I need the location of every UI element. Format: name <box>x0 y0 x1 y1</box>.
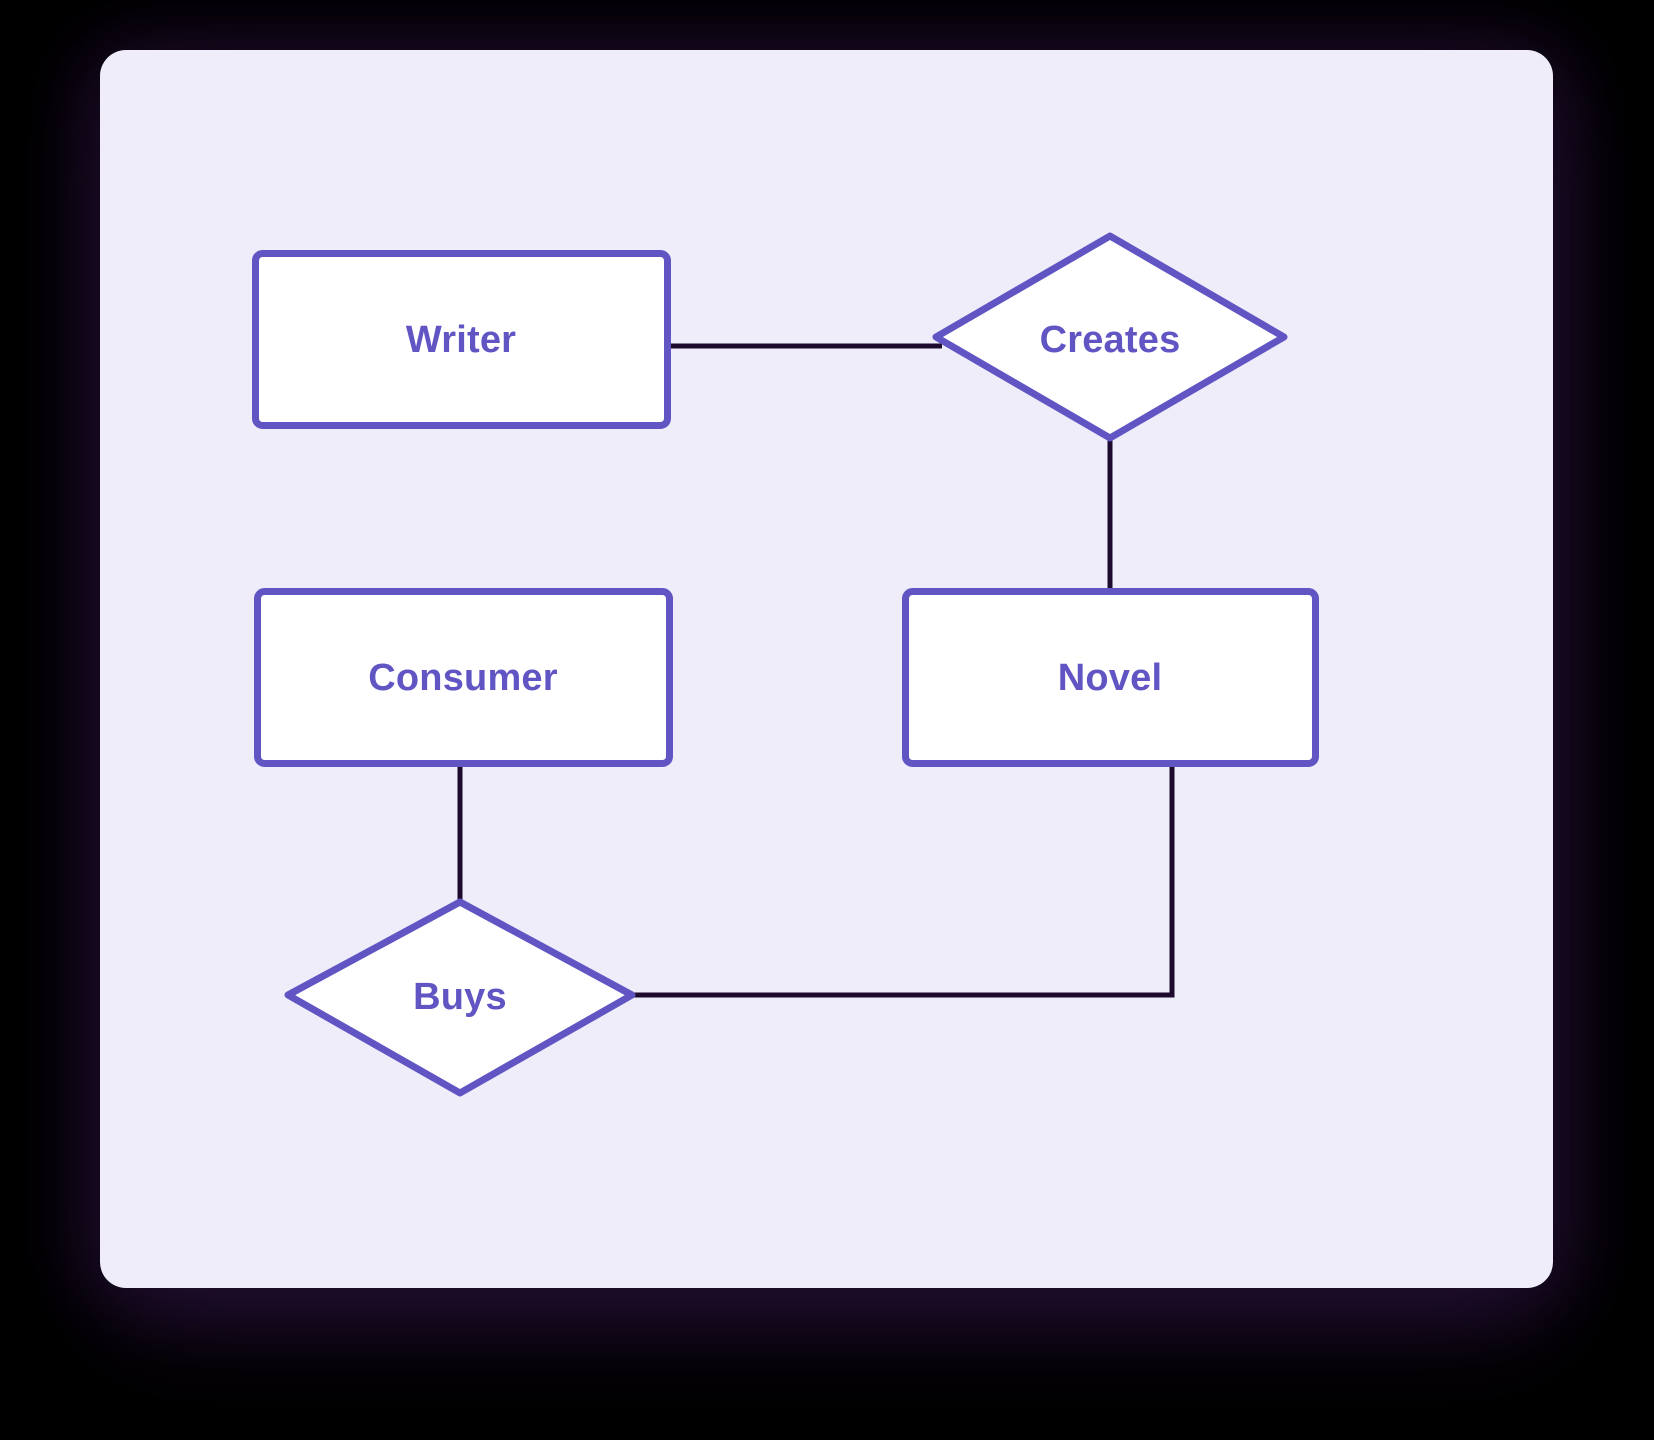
relationship-creates[interactable]: Creates <box>932 232 1288 442</box>
edge-buys-novel <box>628 764 1175 998</box>
entity-consumer[interactable]: Consumer <box>254 588 673 767</box>
entity-consumer-label: Consumer <box>368 657 558 699</box>
entity-novel-rectangle[interactable] <box>902 588 1319 767</box>
entity-writer-label: Writer <box>406 319 516 361</box>
entity-novel-label: Novel <box>1058 657 1162 699</box>
relationship-buys-diamond[interactable] <box>284 898 636 1097</box>
entity-novel[interactable]: Novel <box>902 588 1319 767</box>
relationship-creates-diamond[interactable] <box>932 232 1288 442</box>
entity-consumer-rectangle[interactable] <box>254 588 673 767</box>
relationship-buys[interactable]: Buys <box>284 898 636 1097</box>
edges-layer <box>457 343 1175 998</box>
entity-writer-rectangle[interactable] <box>252 250 671 429</box>
relationship-buys-label: Buys <box>413 976 507 1018</box>
entity-writer[interactable]: Writer <box>252 250 671 429</box>
relationship-creates-label: Creates <box>1040 319 1181 361</box>
